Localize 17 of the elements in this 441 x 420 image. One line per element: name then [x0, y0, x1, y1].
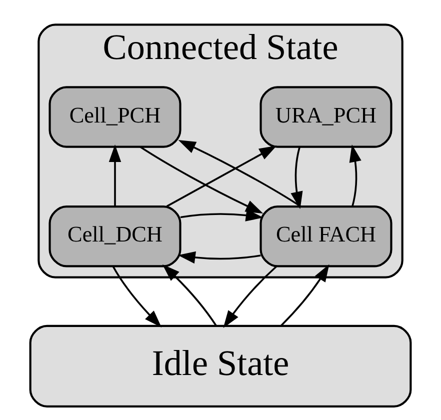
arrow — [166, 146, 277, 208]
arrow — [108, 144, 122, 206]
arrow — [349, 144, 362, 207]
arrow — [180, 209, 264, 222]
node-box: URA_PCH — [260, 86, 392, 148]
arrow — [162, 264, 217, 326]
arrow — [178, 251, 261, 264]
arrow — [290, 146, 303, 210]
arrow — [178, 140, 302, 208]
arrow — [112, 266, 162, 328]
node-box: Idle State — [29, 324, 412, 408]
arrow — [223, 266, 278, 328]
node-box: Cell FACH — [260, 206, 392, 268]
arrow — [140, 146, 264, 214]
node-box: Cell_DCH — [48, 206, 182, 268]
arrow — [280, 264, 330, 326]
node-box: Cell_PCH — [48, 86, 182, 148]
